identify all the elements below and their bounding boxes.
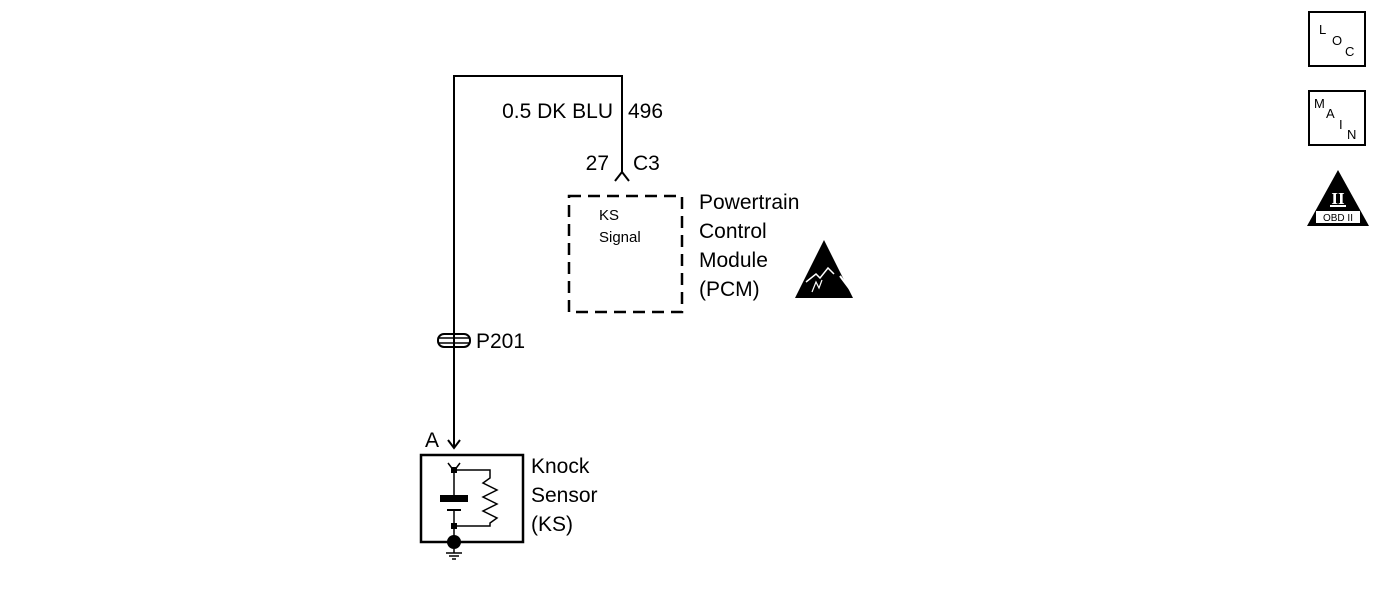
passthrough-label: P201 <box>476 330 525 353</box>
loc-letter-l: L <box>1319 22 1327 37</box>
pcm-name-line4: (PCM) <box>699 278 760 301</box>
circuit-number-label: 496 <box>628 100 663 123</box>
pcm-name-line3: Module <box>699 249 768 272</box>
pcm-signal-label-line2: Signal <box>599 229 641 246</box>
loc-letter-o: O <box>1332 33 1343 48</box>
ground-icon <box>446 535 462 560</box>
sensor-pin-label: A <box>425 429 439 452</box>
pcm-connector-label: C3 <box>633 152 660 175</box>
pcm-pin-label: 27 <box>586 152 609 175</box>
main-letter-a: A <box>1326 106 1335 121</box>
pcm-connector-terminal[interactable] <box>614 170 630 182</box>
obd-ii-icon[interactable]: II OBD II <box>1305 168 1371 228</box>
wire-496[interactable] <box>453 75 623 448</box>
wire-color-label: 0.5 DK BLU <box>502 100 613 123</box>
knock-sensor-internal-circuit <box>440 462 499 540</box>
loc-letter-c: C <box>1345 44 1355 59</box>
pcm-name-line2: Control <box>699 220 767 243</box>
sensor-name-line1: Knock <box>531 455 590 478</box>
sensor-name-line3: (KS) <box>531 513 573 536</box>
knock-sensor-box[interactable] <box>419 453 525 544</box>
main-letter-m: M <box>1314 96 1325 111</box>
loc-button[interactable]: L O C <box>1308 11 1366 67</box>
esd-sensitive-icon <box>795 240 853 298</box>
passthrough-grommet[interactable] <box>437 333 471 348</box>
pcm-box[interactable] <box>567 194 684 314</box>
obd-numeral: II <box>1331 189 1345 208</box>
main-button[interactable]: M A I N <box>1308 90 1366 146</box>
sensor-name-line2: Sensor <box>531 484 598 507</box>
pcm-signal-label-line1: KS <box>599 207 619 224</box>
main-letter-i: I <box>1339 117 1343 132</box>
sensor-connector-terminal[interactable] <box>447 439 461 450</box>
pcm-name-line1: Powertrain <box>699 191 799 214</box>
obd-text: OBD II <box>1323 213 1353 224</box>
main-letter-n: N <box>1347 127 1357 142</box>
